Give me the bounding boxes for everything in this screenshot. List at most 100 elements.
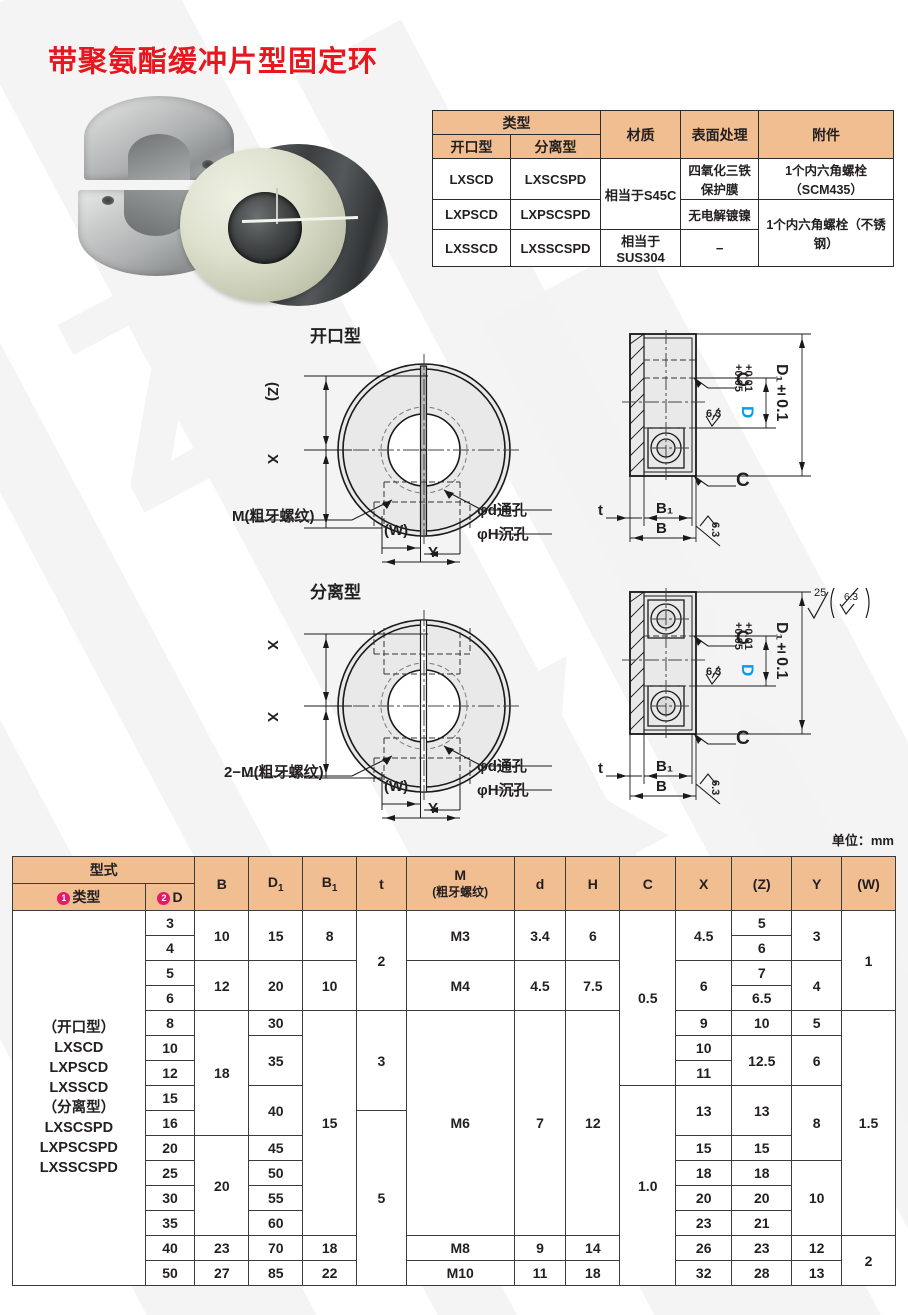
unit-note: 单位：mm xyxy=(831,833,894,848)
cell-X: 6 xyxy=(675,960,733,1011)
dim-header-Z: (Z) xyxy=(731,856,793,911)
cell-t: 3 xyxy=(356,1010,407,1111)
badge-1-icon: 1 xyxy=(57,891,71,905)
cell-d: 11 xyxy=(513,1260,567,1286)
urethane-pad-face xyxy=(180,148,346,302)
cell-X: 26 xyxy=(675,1235,733,1261)
spec-open-code: LXPSCD xyxy=(432,199,511,230)
cell-M: M8 xyxy=(405,1235,515,1261)
cell-D: 5 xyxy=(144,960,196,986)
cell-Y: 5 xyxy=(791,1010,843,1036)
dim-header-B1: B1 xyxy=(302,856,358,911)
cell-Y: 10 xyxy=(791,1160,843,1236)
cell-D: 40 xyxy=(144,1235,196,1261)
open-dim-z: (Z) xyxy=(264,382,281,402)
cell-B: 12 xyxy=(194,960,250,1011)
separate-dim-b: B xyxy=(656,778,667,795)
open-roughness-63: 6.3 xyxy=(706,408,722,420)
cell-X: 13 xyxy=(675,1085,733,1136)
open-chamfer-c-lower: C xyxy=(736,470,750,491)
cell-D1: 55 xyxy=(248,1185,304,1211)
dim-header-H: H xyxy=(565,856,621,911)
cell-M: M6 xyxy=(405,1010,515,1236)
cell-W: 1.5 xyxy=(841,1010,896,1236)
cell-X: 10 xyxy=(675,1035,733,1061)
cell-d: 7 xyxy=(513,1010,567,1236)
cell-D: 35 xyxy=(144,1210,196,1236)
cell-X: 9 xyxy=(675,1010,733,1036)
open-dim-w: (W) xyxy=(384,522,409,539)
cell-X: 23 xyxy=(675,1210,733,1236)
finish-63-text: 6.3 xyxy=(844,592,858,603)
cell-D: 16 xyxy=(144,1110,196,1136)
cell-Y: 3 xyxy=(791,910,843,961)
separate-type-front-view: 分离型 xyxy=(224,578,562,826)
cell-Y: 8 xyxy=(791,1085,843,1161)
cell-H: 12 xyxy=(565,1010,621,1236)
spec-surface: 无电解镀镍 xyxy=(680,199,760,230)
cell-D1: 50 xyxy=(248,1160,304,1186)
cell-D1: 30 xyxy=(248,1010,304,1036)
collar-with-urethane-pad-photo xyxy=(180,144,388,306)
separate-type-title: 分离型 xyxy=(310,583,361,602)
separate-dim-t: t xyxy=(598,760,603,777)
cell-B1: 18 xyxy=(302,1235,358,1261)
separate-dim-b1: B₁ xyxy=(656,758,674,775)
cell-D1: 15 xyxy=(248,910,304,961)
cell-X: 11 xyxy=(675,1060,733,1086)
cell-D1: 70 xyxy=(248,1235,304,1261)
surface-finish-note: 25 6.3 xyxy=(800,580,900,624)
cell-D1: 35 xyxy=(248,1035,304,1086)
cell-D: 15 xyxy=(144,1085,196,1111)
cell-W: 1 xyxy=(841,910,896,1011)
spec-header-accessory: 附件 xyxy=(758,110,894,159)
open-dim-d1: D₁±0.1 xyxy=(773,364,790,422)
cell-B: 23 xyxy=(194,1235,250,1261)
cell-B: 10 xyxy=(194,910,250,961)
spec-surface: 四氧化三铁保护膜 xyxy=(680,158,760,200)
cell-Y: 6 xyxy=(791,1035,843,1086)
spec-material: 相当于S45C xyxy=(599,158,682,230)
cell-D1: 20 xyxy=(248,960,304,1011)
cell-D: 10 xyxy=(144,1035,196,1061)
dim-header-d: d xyxy=(513,856,567,911)
cell-D1: 60 xyxy=(248,1210,304,1236)
cell-M: M4 xyxy=(405,960,515,1011)
cell-M: M3 xyxy=(405,910,515,961)
separate-dim-w: (W) xyxy=(384,778,409,795)
open-dim-y: Y xyxy=(428,544,439,561)
cell-Z: 18 xyxy=(731,1160,793,1186)
cell-D1: 40 xyxy=(248,1085,304,1136)
open-thread-label: M(粗牙螺纹) xyxy=(232,508,315,525)
separate-through-hole-label: φd通孔 xyxy=(477,758,527,775)
spec-sep-code: LXSSCSPD xyxy=(510,229,601,267)
cell-Z: 23 xyxy=(731,1235,793,1261)
cell-X: 32 xyxy=(675,1260,733,1286)
cell-D1: 85 xyxy=(248,1260,304,1286)
cell-B1: 8 xyxy=(302,910,358,961)
cell-D: 8 xyxy=(144,1010,196,1036)
cell-D: 6 xyxy=(144,985,196,1011)
cell-Z: 20 xyxy=(731,1185,793,1211)
cell-X: 15 xyxy=(675,1135,733,1161)
table-row: LXSCD LXSCSPD 相当于S45C 四氧化三铁保护膜 1个内六角螺栓（S… xyxy=(432,158,894,230)
separate-dim-x-lower: X xyxy=(264,712,281,723)
bolt-hole-icon xyxy=(102,196,114,205)
cell-Y: 12 xyxy=(791,1235,843,1261)
cell-C: 1.0 xyxy=(619,1085,677,1286)
finish-25-text: 25 xyxy=(814,587,826,599)
open-dim-t: t xyxy=(598,502,603,519)
dim-header-Y: Y xyxy=(791,856,843,911)
cell-D: 3 xyxy=(144,910,196,936)
cell-Z: 10 xyxy=(731,1010,793,1036)
cell-B1: 10 xyxy=(302,960,358,1011)
badge-2-icon: 2 xyxy=(157,891,171,905)
separate-dim-y: Y xyxy=(428,800,439,817)
cell-Z: 28 xyxy=(731,1260,793,1286)
cell-H: 7.5 xyxy=(565,960,621,1011)
cell-Z: 21 xyxy=(731,1210,793,1236)
